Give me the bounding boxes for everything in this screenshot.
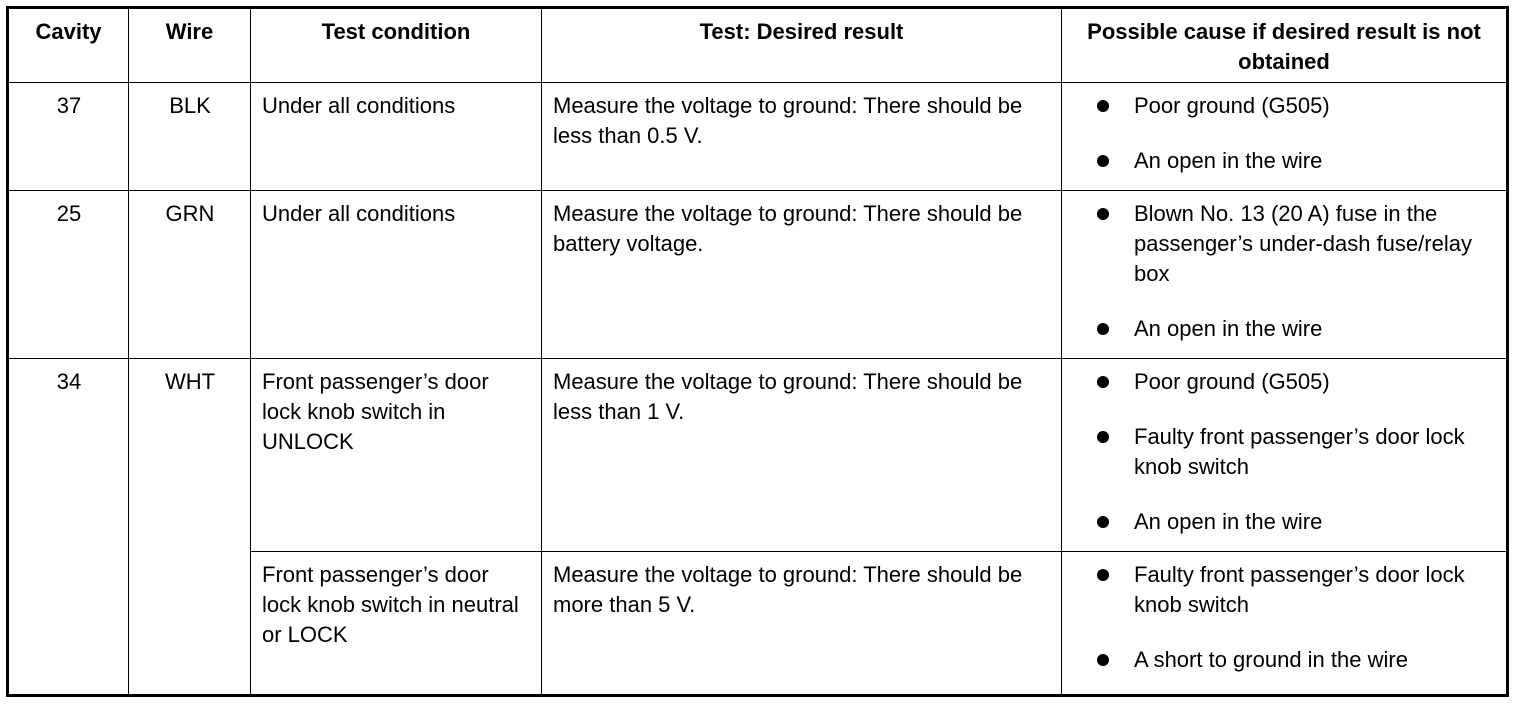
bullet-icon: [1097, 431, 1109, 443]
cause-list: Faulty front passenger’s door lock knob …: [1073, 560, 1496, 675]
cause-list: Blown No. 13 (20 A) fuse in the passenge…: [1073, 199, 1496, 344]
condition-cell: Under all conditions: [250, 190, 542, 359]
cause-text: Blown No. 13 (20 A) fuse in the passenge…: [1134, 201, 1472, 286]
cause-text: A short to ground in the wire: [1134, 647, 1408, 672]
header-cavity: Cavity: [7, 7, 129, 83]
bullet-icon: [1097, 376, 1109, 388]
condition-cell: Front passenger’s door lock knob switch …: [250, 358, 542, 552]
header-row: Cavity Wire Test condition Test: Desired…: [7, 7, 1508, 83]
table-row: 34 WHT Front passenger’s door lock knob …: [7, 358, 1508, 696]
header-possible-cause: Possible cause if desired result is not …: [1061, 7, 1508, 83]
result-cell: Measure the voltage to ground: There sho…: [541, 190, 1062, 359]
diagnostic-table: Cavity Wire Test condition Test: Desired…: [6, 6, 1509, 697]
cause-text: An open in the wire: [1134, 148, 1323, 173]
table-row: Front passenger’s door lock knob switch …: [8, 551, 1508, 696]
bullet-icon: [1097, 100, 1109, 112]
cause-cell: Faulty front passenger’s door lock knob …: [1061, 551, 1508, 696]
cause-text: Faulty front passenger’s door lock knob …: [1134, 562, 1465, 617]
result-cell: Measure the voltage to ground: There sho…: [541, 82, 1062, 191]
cause-cell: Poor ground (G505) An open in the wire: [1061, 82, 1508, 191]
cavity-cell: 34: [7, 358, 129, 696]
cause-item: Blown No. 13 (20 A) fuse in the passenge…: [1097, 199, 1496, 289]
condition-cell: Front passenger’s door lock knob switch …: [250, 551, 542, 696]
cause-item: An open in the wire: [1097, 507, 1496, 537]
bullet-icon: [1097, 569, 1109, 581]
result-cell: Measure the voltage to ground: There sho…: [541, 358, 1062, 552]
bullet-icon: [1097, 208, 1109, 220]
cause-item: Faulty front passenger’s door lock knob …: [1097, 560, 1496, 620]
cavity-cell: 25: [7, 190, 129, 359]
condition-cell: Under all conditions: [250, 82, 542, 191]
table-row: 25 GRN Under all conditions Measure the …: [7, 190, 1508, 359]
bullet-icon: [1097, 654, 1109, 666]
cause-list: Poor ground (G505) An open in the wire: [1073, 91, 1496, 176]
cause-item: Poor ground (G505): [1097, 91, 1496, 121]
cause-text: An open in the wire: [1134, 316, 1323, 341]
cause-text: Poor ground (G505): [1134, 369, 1330, 394]
cause-cell: Poor ground (G505) Faulty front passenge…: [1061, 358, 1508, 552]
wire-cell: GRN: [128, 190, 251, 359]
cause-list: Poor ground (G505) Faulty front passenge…: [1073, 367, 1496, 537]
wire-cell: BLK: [128, 82, 251, 191]
cause-text: Faulty front passenger’s door lock knob …: [1134, 424, 1465, 479]
bullet-icon: [1097, 516, 1109, 528]
cause-text: Poor ground (G505): [1134, 93, 1330, 118]
cause-item: A short to ground in the wire: [1097, 645, 1496, 675]
wire-cell: WHT: [128, 358, 251, 696]
header-desired-result: Test: Desired result: [541, 7, 1062, 83]
cause-item: An open in the wire: [1097, 146, 1496, 176]
cause-item: Poor ground (G505): [1097, 367, 1496, 397]
bullet-icon: [1097, 323, 1109, 335]
cause-text: An open in the wire: [1134, 509, 1323, 534]
result-cell: Measure the voltage to ground: There sho…: [541, 551, 1062, 696]
cavity-cell: 37: [7, 82, 129, 191]
cause-cell: Blown No. 13 (20 A) fuse in the passenge…: [1061, 190, 1508, 359]
header-test-condition: Test condition: [250, 7, 542, 83]
cause-item: Faulty front passenger’s door lock knob …: [1097, 422, 1496, 482]
header-wire: Wire: [128, 7, 251, 83]
cause-item: An open in the wire: [1097, 314, 1496, 344]
bullet-icon: [1097, 155, 1109, 167]
table-row: 37 BLK Under all conditions Measure the …: [7, 82, 1508, 191]
